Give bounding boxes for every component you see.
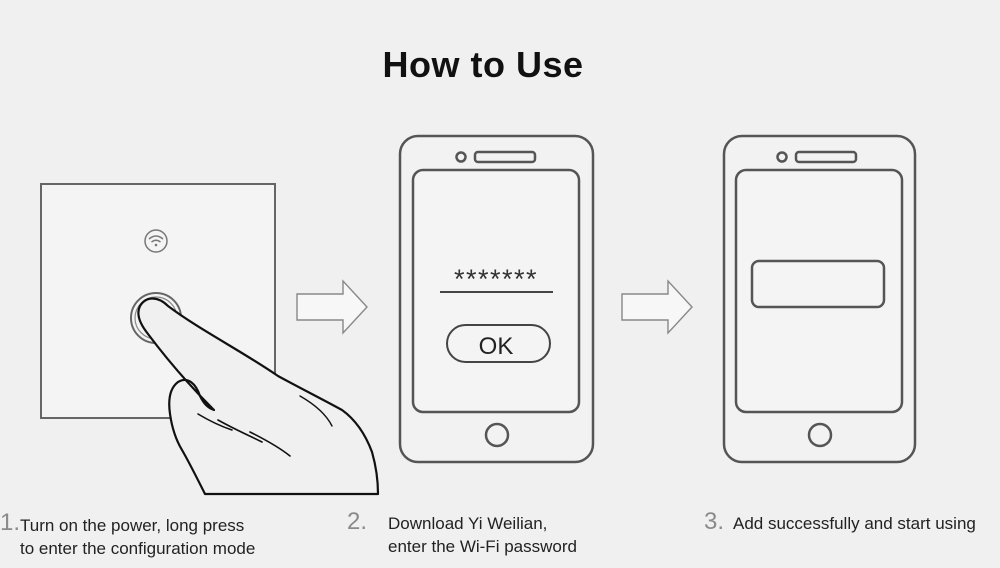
step-number: 3. [704, 508, 725, 535]
ok-button-label: OK [479, 333, 514, 360]
step-text-line: enter the Wi-Fi password [388, 537, 577, 556]
success-message-box [750, 259, 886, 309]
home-button-icon [807, 422, 833, 448]
arrow-right-icon [296, 279, 368, 335]
page-title: How to Use [382, 44, 584, 85]
step-number: 2. [347, 508, 368, 535]
home-button-icon [484, 422, 510, 448]
step-text-line: Turn on the power, long press [20, 516, 245, 535]
step-number: 1. [0, 509, 21, 536]
step-2-instruction: 2. Download Yi Weilian, enter the Wi-Fi … [347, 508, 577, 558]
ok-button [446, 324, 551, 363]
hand-icon [137, 297, 380, 496]
phone-success-screen [722, 134, 917, 464]
arrow-right-icon [621, 279, 693, 335]
step-3-instruction: 3. Add successfully and start using [704, 508, 976, 535]
step-1-instruction: 1. Turn on the power, long press to ente… [0, 509, 256, 560]
step-text-line: Add successfully and start using [733, 514, 976, 533]
step-text-line: to enter the configuration mode [20, 539, 256, 558]
phone-password-screen: ******* OK [398, 134, 595, 464]
wifi-icon [144, 229, 168, 253]
step-text-line: Download Yi Weilian, [388, 514, 548, 533]
password-mask: ******* [454, 264, 538, 294]
